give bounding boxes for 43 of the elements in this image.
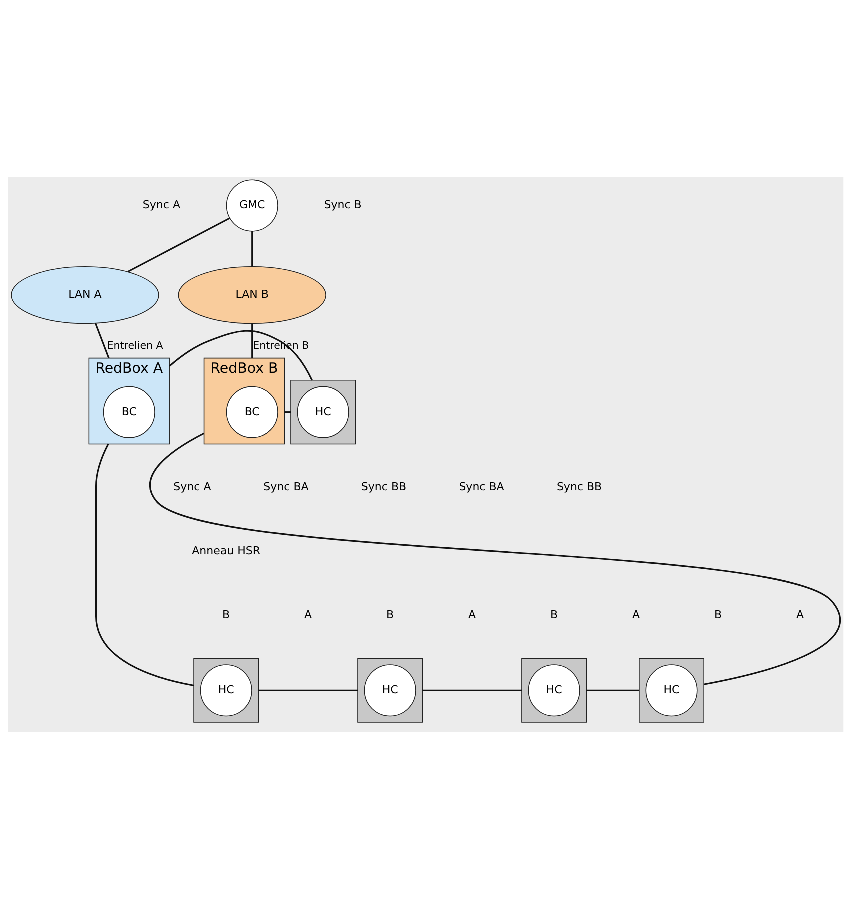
cluster [522, 658, 588, 723]
label: Sync BB [556, 480, 602, 494]
label: A [468, 608, 476, 622]
node-ellipse: LAN A [11, 266, 160, 324]
cluster [358, 658, 424, 723]
connector [252, 324, 254, 358]
node-circle: HC [646, 664, 698, 717]
label: Sync A [174, 480, 212, 494]
connector [169, 330, 313, 381]
node-circle: BC [103, 386, 156, 438]
cluster [639, 658, 704, 723]
connector [94, 323, 110, 359]
label: A [632, 608, 640, 622]
label: Sync BB [361, 480, 407, 494]
connector [252, 232, 254, 267]
label: B [550, 608, 558, 622]
node-circle: HC [364, 664, 416, 717]
node-circle: HC [528, 664, 580, 717]
node-circle: HC [200, 664, 252, 717]
label: B [386, 608, 394, 622]
node-circle: BC [226, 386, 278, 438]
label: B [222, 608, 230, 622]
label: B [714, 608, 722, 622]
connector [422, 690, 522, 692]
label: Sync BA [459, 480, 504, 494]
label: A [796, 608, 804, 622]
connector [150, 432, 840, 686]
connector [95, 444, 194, 686]
connector [586, 690, 640, 692]
label: Sync BA [264, 480, 309, 494]
label: Anneau HSR [192, 544, 261, 558]
connector [128, 218, 230, 273]
connector [284, 412, 291, 414]
label: A [304, 608, 312, 622]
cluster [290, 380, 356, 445]
node-circle: GMC [226, 180, 278, 232]
label: Sync A [142, 198, 180, 212]
node-ellipse: LAN B [178, 266, 326, 324]
node-circle: HC [297, 386, 350, 438]
connector [258, 690, 358, 692]
cluster [194, 658, 260, 723]
edge-label: Entrelien A [107, 340, 164, 352]
label: Sync B [324, 198, 362, 212]
